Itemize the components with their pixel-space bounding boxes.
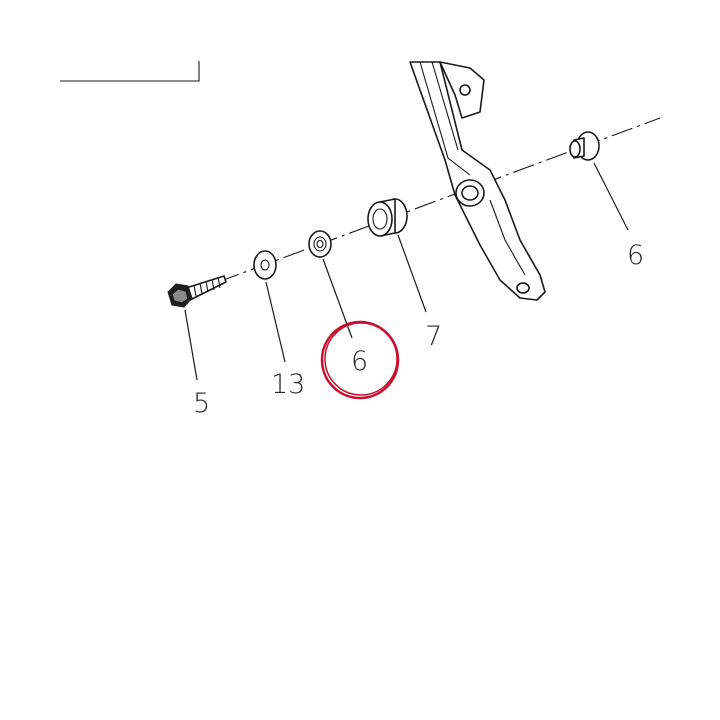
callout-bushing-left: 6	[351, 346, 368, 377]
bolt-part	[167, 275, 227, 308]
leader-lines	[184, 162, 629, 381]
bushing-right-part	[569, 131, 600, 161]
frame-corner	[60, 61, 200, 82]
washer-part	[253, 250, 277, 280]
spacer-part	[367, 198, 408, 237]
bushing-left-part	[308, 230, 332, 258]
bracket-arm	[409, 61, 546, 301]
callout-washer: 13	[271, 369, 305, 400]
callout-bushing-right: 6	[627, 240, 644, 271]
callout-bolt: 5	[193, 388, 210, 419]
callout-spacer: 7	[425, 321, 442, 352]
highlight-ring	[320, 320, 400, 400]
